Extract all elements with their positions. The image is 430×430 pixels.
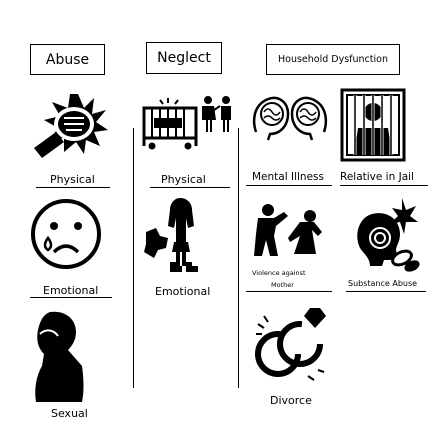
abuse-emotional-label: Emotional (43, 284, 99, 297)
household-header-label: Household Dysfunction (278, 54, 388, 65)
violence-icon (254, 204, 322, 256)
violence-line2-label: Mother (271, 281, 294, 289)
sad-face-icon (31, 199, 101, 269)
abuse-emotional-underline (30, 297, 112, 298)
abuse-physical-label: Physical (50, 173, 95, 186)
brains-icon (252, 96, 328, 141)
neglect-physical-underline (150, 187, 230, 188)
household-header: Household Dysfunction (266, 44, 400, 75)
separator-left (133, 128, 134, 388)
substance-underline (346, 291, 426, 292)
abuse-physical-underline (36, 187, 110, 188)
arguing-parents-icon (202, 96, 231, 132)
abuse-header-label: Abuse (45, 51, 90, 68)
violence-line1-label: Violence against (252, 269, 306, 277)
distressed-person-icon (35, 311, 84, 402)
abuse-header: Abuse (30, 44, 105, 75)
relative-jail-label: Relative in Jail (340, 171, 414, 183)
mental-illness-underline (246, 185, 332, 186)
neglect-header-label: Neglect (157, 50, 211, 66)
violence-underline (246, 291, 332, 292)
neglected-child-icon (144, 198, 198, 272)
separator-right (238, 128, 239, 388)
relative-jail-underline (340, 185, 428, 186)
jail-icon (340, 88, 406, 162)
divorce-label: Divorce (270, 394, 312, 407)
substance-icon (357, 198, 420, 272)
abuse-sexual-label: Sexual (51, 407, 88, 420)
neglect-physical-label: Physical (161, 173, 206, 186)
mental-illness-label: Mental Illness (252, 171, 324, 183)
neglect-header: Neglect (146, 42, 222, 74)
broken-rings-icon (255, 308, 326, 381)
neglect-emotional-label: Emotional (155, 285, 211, 298)
substance-abuse-label: Substance Abuse (348, 279, 418, 288)
crib-icon (142, 98, 198, 150)
fist-icon (34, 94, 108, 158)
